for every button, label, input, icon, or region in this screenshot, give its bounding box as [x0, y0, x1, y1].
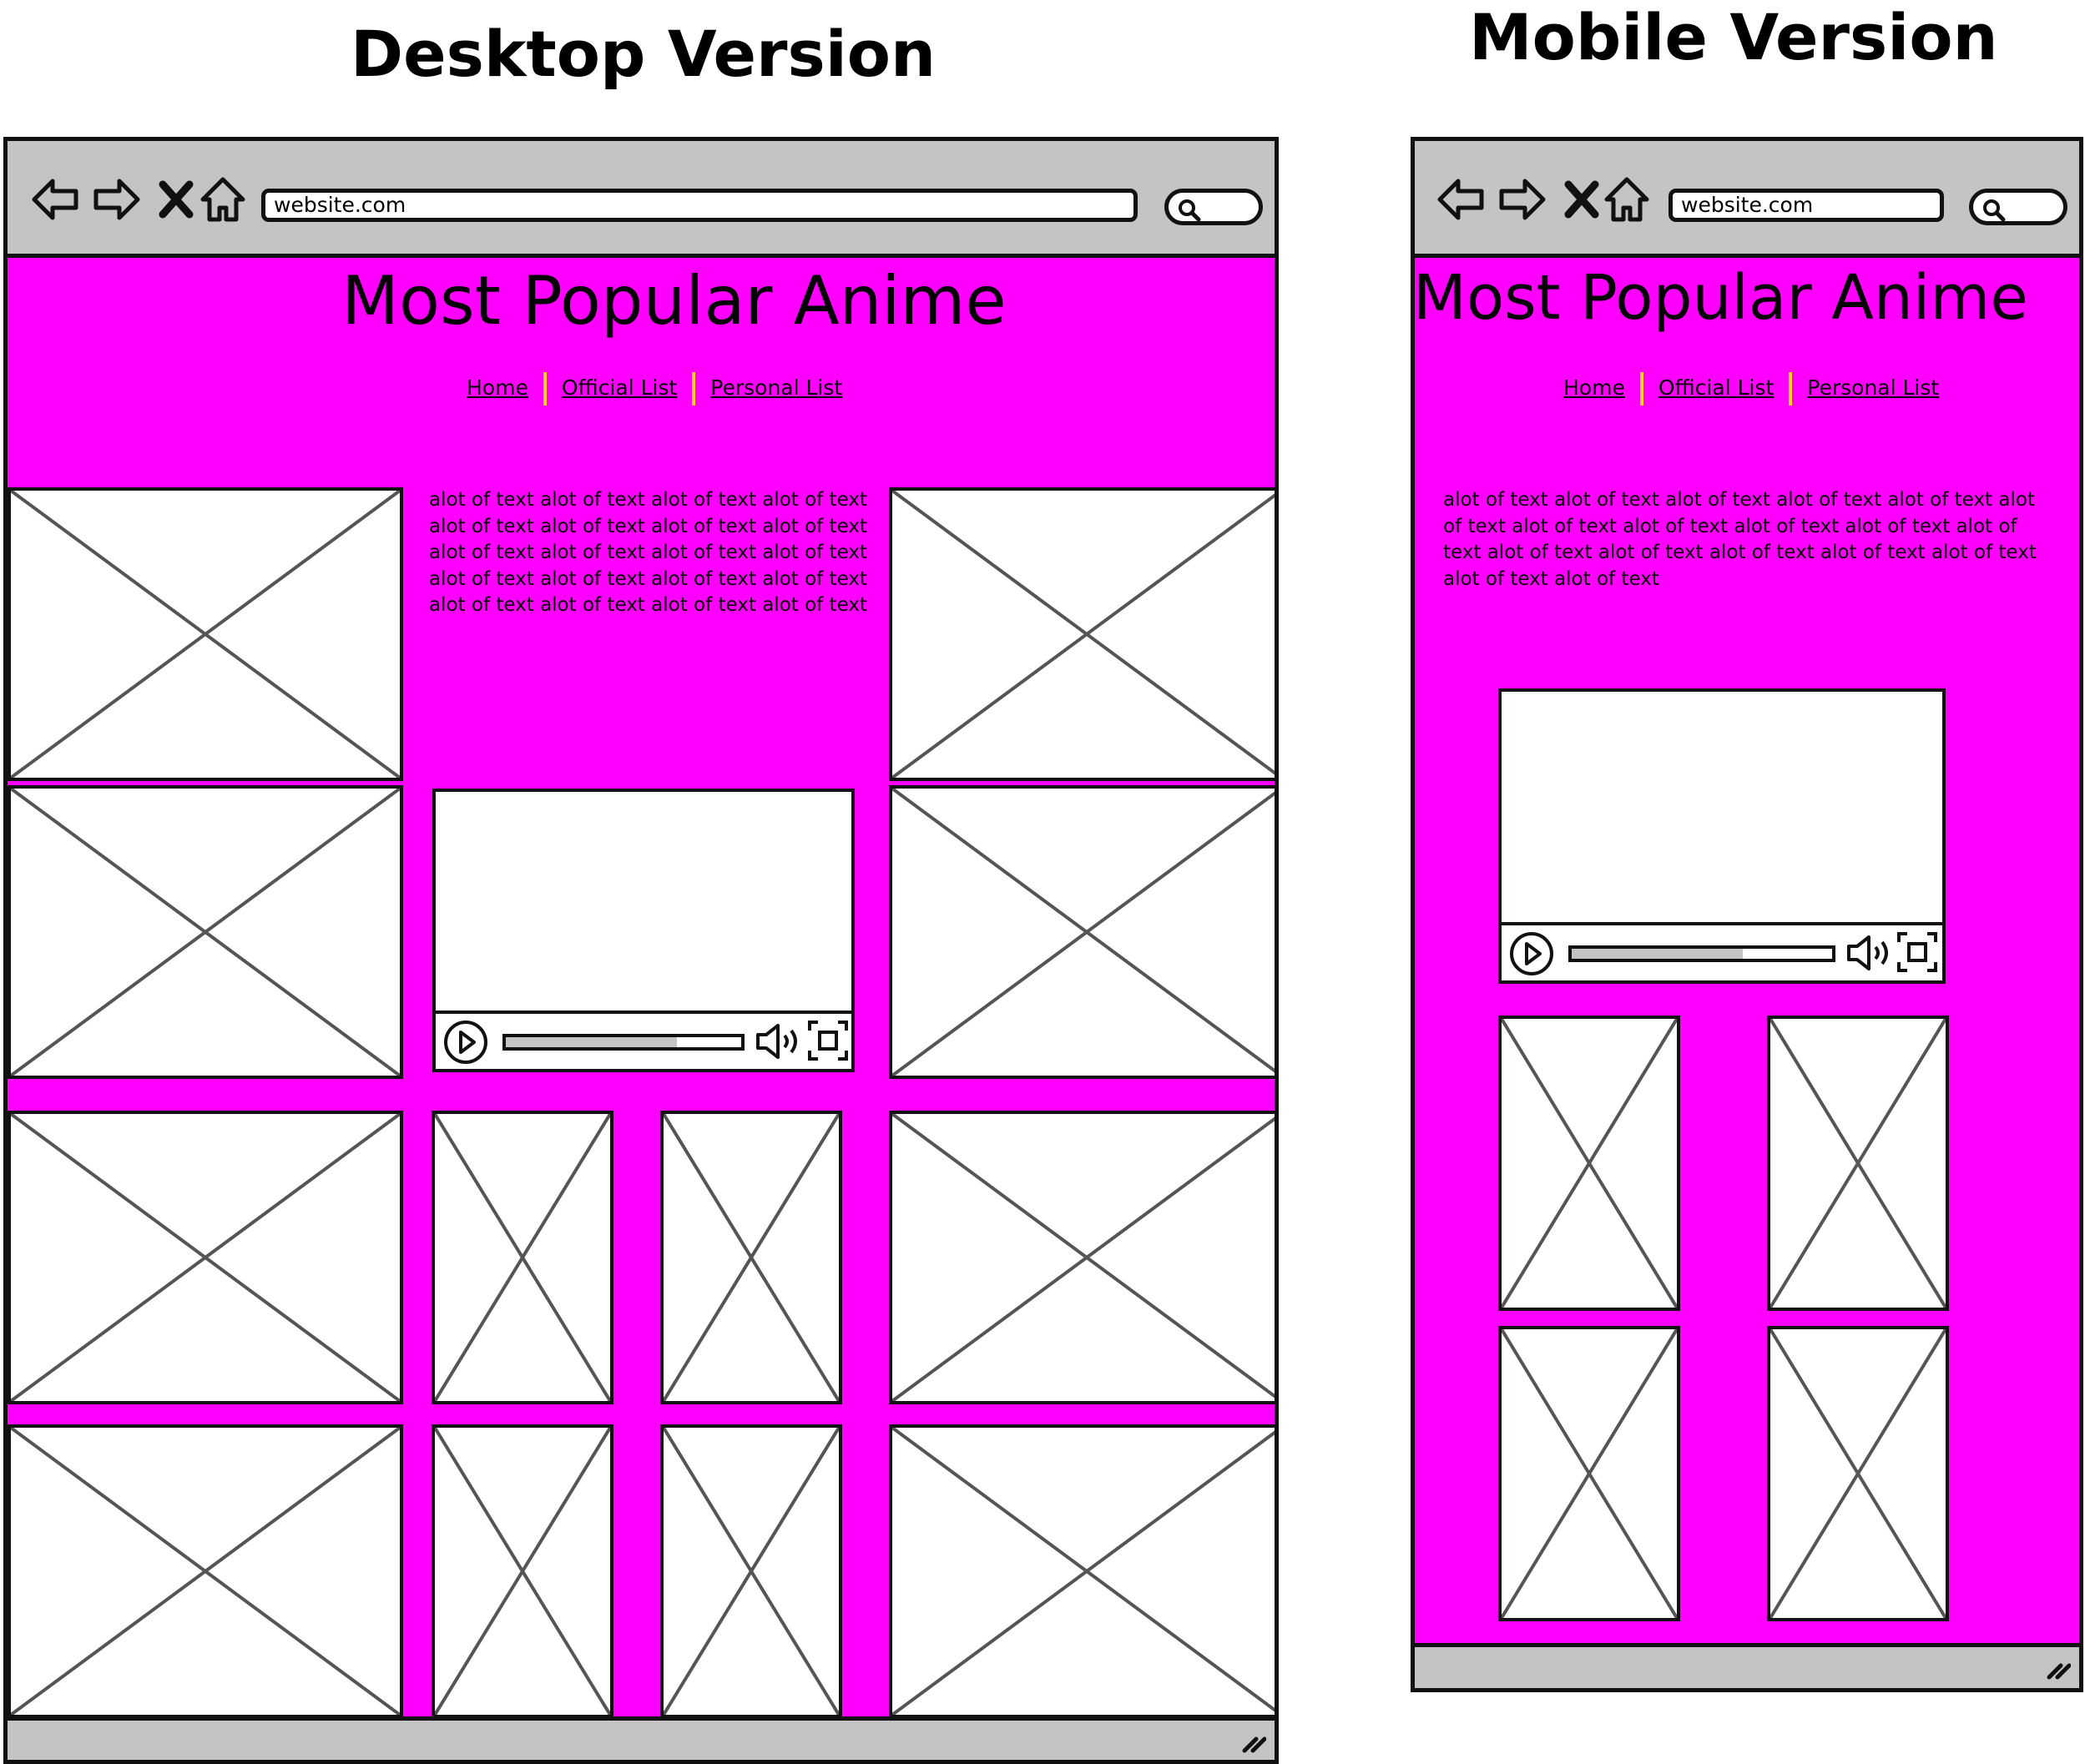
volume-icon[interactable] — [1845, 934, 1892, 972]
nav-link-official-list[interactable]: Official List — [561, 375, 678, 400]
video-controls — [1502, 922, 1942, 980]
page-title: Most Popular Anime — [1413, 262, 2028, 334]
forward-arrow-icon[interactable] — [1497, 174, 1547, 224]
image-placeholder — [889, 487, 1275, 781]
desktop-version-label: Desktop Version — [351, 17, 936, 91]
search-field[interactable] — [1164, 189, 1263, 225]
mobile-browser-toolbar: website.com — [1415, 141, 2079, 258]
nav-link-official-list[interactable]: Official List — [1658, 375, 1775, 400]
page-title: Most Popular Anime — [341, 262, 1007, 340]
search-icon — [1179, 199, 1201, 222]
video-progress-bar[interactable] — [502, 1034, 745, 1051]
nav-separator — [1789, 372, 1793, 406]
mobile-browser-window: website.com Most Popular Anime Home Offic… — [1411, 137, 2083, 1692]
nav-link-personal-list[interactable]: Personal List — [710, 375, 843, 400]
forward-arrow-icon[interactable] — [91, 174, 141, 224]
image-placeholder — [660, 1111, 842, 1404]
video-player[interactable] — [432, 789, 855, 1072]
nav-links: Home Official List Personal List — [1563, 372, 1939, 406]
nav-separator — [543, 372, 547, 406]
resize-grip-icon[interactable] — [2046, 1656, 2071, 1681]
video-progress-bar[interactable] — [1568, 945, 1835, 962]
close-icon[interactable] — [1557, 174, 1607, 224]
nav-separator — [692, 372, 696, 406]
image-placeholder — [8, 785, 403, 1079]
address-bar[interactable]: website.com — [261, 189, 1138, 222]
mobile-version-label: Mobile Version — [1469, 0, 1998, 74]
nav-links: Home Official List Personal List — [467, 372, 842, 406]
nav-separator — [1639, 372, 1643, 406]
intro-text: alot of text alot of text alot of text a… — [429, 489, 867, 616]
image-placeholder — [8, 1111, 403, 1404]
volume-icon[interactable] — [755, 1022, 801, 1061]
intro-text: alot of text alot of text alot of text a… — [1443, 489, 2037, 590]
desktop-browser-toolbar: website.com — [8, 141, 1275, 258]
close-icon[interactable] — [151, 174, 201, 224]
search-field[interactable] — [1969, 189, 2067, 225]
back-arrow-icon[interactable] — [1436, 174, 1487, 224]
video-player[interactable] — [1498, 688, 1946, 984]
back-arrow-icon[interactable] — [31, 174, 81, 224]
image-placeholder — [889, 1111, 1275, 1404]
desktop-browser-window: website.com Most Popular Anime Home Offic… — [3, 137, 1279, 1764]
home-icon[interactable] — [198, 174, 248, 224]
image-placeholder — [660, 1424, 842, 1718]
image-placeholder — [889, 1424, 1275, 1718]
mobile-browser-statusbar — [1415, 1643, 2079, 1688]
image-placeholder — [889, 785, 1275, 1079]
image-placeholder — [1498, 1326, 1680, 1621]
fullscreen-icon[interactable] — [808, 1021, 848, 1061]
image-placeholder — [8, 1424, 403, 1718]
play-icon[interactable] — [1508, 930, 1555, 977]
play-icon[interactable] — [442, 1019, 489, 1066]
image-placeholder — [1498, 1016, 1680, 1311]
image-placeholder — [1767, 1016, 1949, 1311]
nav-link-home[interactable]: Home — [467, 375, 528, 400]
nav-link-personal-list[interactable]: Personal List — [1807, 375, 1940, 400]
fullscreen-icon[interactable] — [1897, 932, 1937, 972]
image-placeholder — [432, 1111, 613, 1404]
image-placeholder — [1767, 1326, 1949, 1621]
image-placeholder — [432, 1424, 613, 1718]
desktop-browser-statusbar — [8, 1716, 1275, 1760]
search-icon — [1983, 199, 2006, 222]
address-bar[interactable]: website.com — [1669, 189, 1944, 222]
image-placeholder — [8, 487, 403, 781]
home-icon[interactable] — [1602, 174, 1652, 224]
resize-grip-icon[interactable] — [1241, 1729, 1266, 1754]
video-controls — [436, 1011, 851, 1069]
nav-link-home[interactable]: Home — [1563, 375, 1625, 400]
